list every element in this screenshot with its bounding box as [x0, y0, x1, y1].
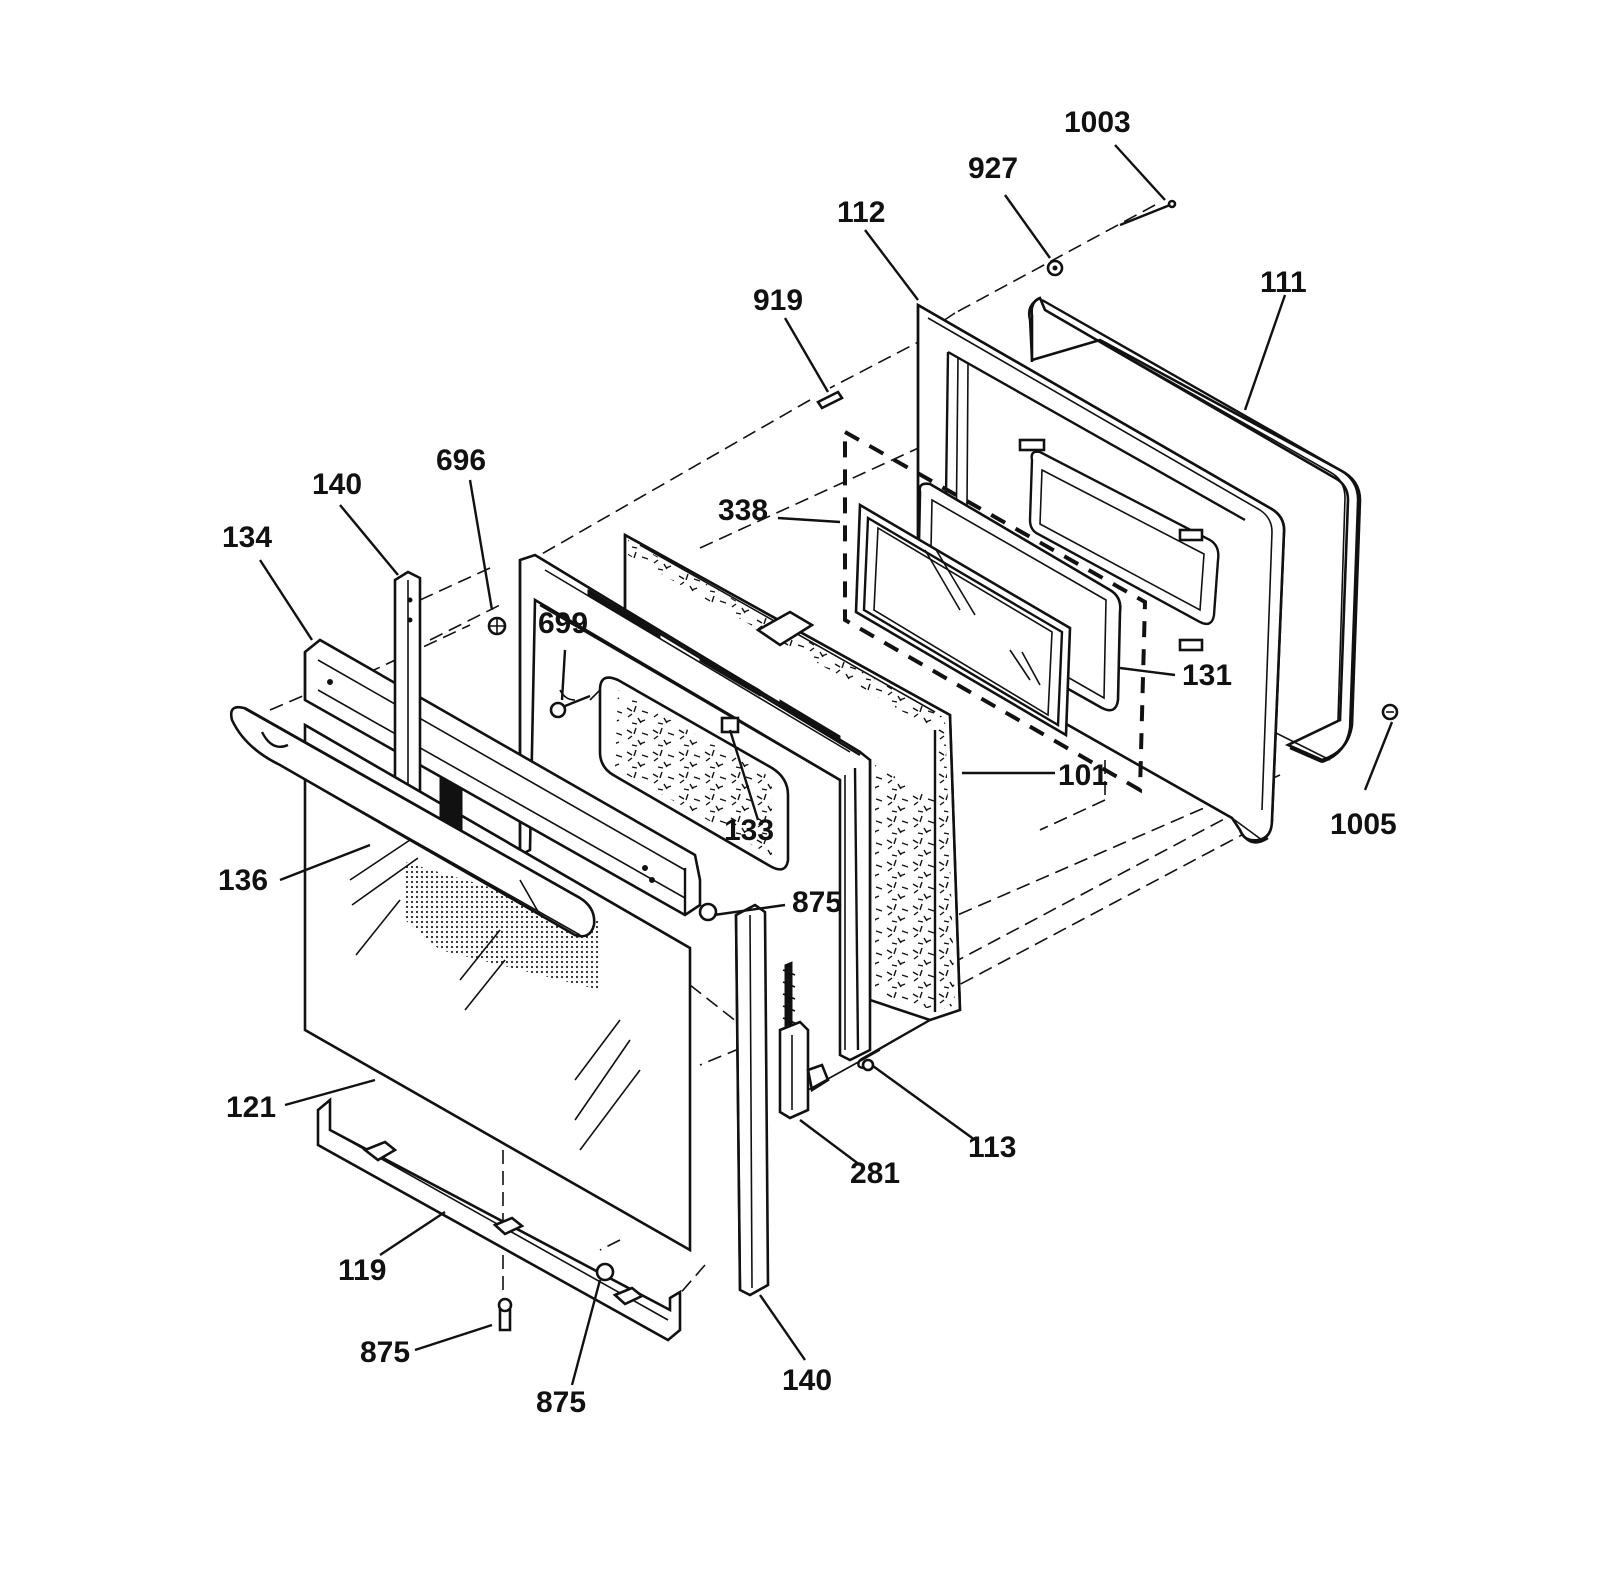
callout-labels: 1003 927 112 111 919 696 140 134 338 699…: [218, 106, 1397, 1419]
part-119-bottom-trim: [316, 1097, 682, 1342]
label-1003: 1003: [1064, 106, 1131, 139]
screw-875-lower-center: [595, 1262, 615, 1282]
part-136-handle: [229, 705, 596, 938]
label-121: 121: [226, 1091, 276, 1124]
screw-699: [549, 701, 567, 719]
label-111: 111: [1260, 266, 1307, 299]
door-inner-panel: [518, 553, 872, 1062]
part-281-hinge: [778, 961, 881, 1120]
label-696: 696: [436, 444, 486, 477]
part-111-outer-panel: [1027, 296, 1362, 764]
label-119: 119: [338, 1254, 386, 1287]
screw-875-upper: [698, 902, 718, 922]
label-113: 113: [968, 1131, 1016, 1164]
part-113-hinge-rod: [857, 1018, 931, 1072]
label-699: 699: [538, 607, 588, 640]
pin-919: [816, 390, 844, 410]
label-338: 338: [718, 494, 768, 527]
screw-1003: [1119, 203, 1171, 227]
label-875-lower-center: 875: [536, 1386, 586, 1419]
label-875-upper: 875: [792, 886, 842, 919]
label-133: 133: [724, 814, 774, 847]
screw-875-lower-left: [498, 1308, 512, 1332]
fasteners: [487, 199, 1399, 1332]
label-131: 131: [1182, 659, 1232, 692]
label-112: 112: [837, 196, 885, 229]
leader-lines: [258, 144, 1394, 1386]
part-338-glass-gasket: [843, 428, 1148, 794]
label-134: 134: [222, 521, 272, 554]
label-1005: 1005: [1330, 808, 1397, 841]
label-136: 136: [218, 864, 268, 897]
part-140-lower-trim: [734, 903, 770, 1297]
label-140-upper: 140: [312, 468, 362, 501]
door-inner-window: [559, 676, 790, 871]
label-101: 101: [1058, 759, 1108, 792]
label-919: 919: [753, 284, 803, 317]
label-140-lower: 140: [782, 1364, 832, 1397]
label-875-lower-left: 875: [360, 1336, 410, 1369]
label-281: 281: [850, 1157, 900, 1190]
label-927: 927: [968, 152, 1018, 185]
